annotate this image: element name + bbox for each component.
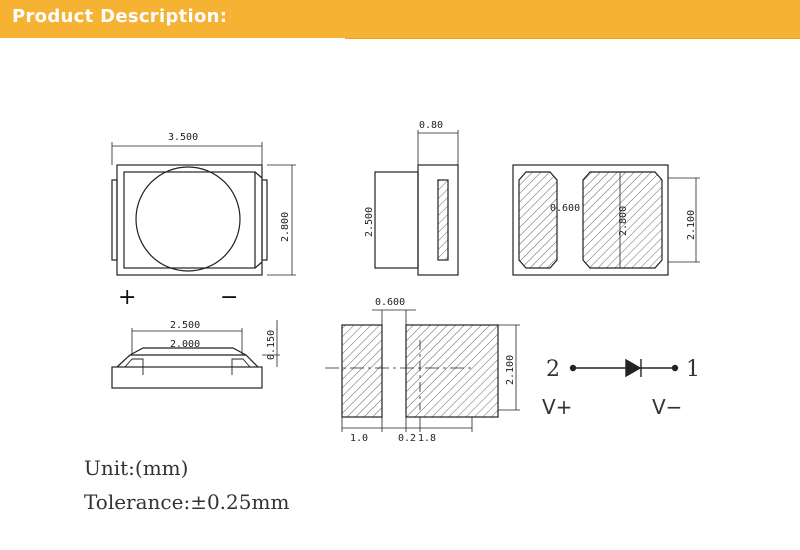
tolerance-note: Tolerance:±0.25mm: [84, 490, 290, 514]
side-view-lead: [437, 179, 449, 261]
unit-note: Unit:(mm): [84, 456, 189, 480]
bottom-view-pad-left: [518, 171, 558, 269]
bottom-view-gap-label: 0.600: [550, 203, 580, 214]
front-view-shoulder: [116, 354, 259, 368]
plus-marker: +: [118, 285, 136, 310]
top-view-width-label: 3.500: [168, 132, 198, 143]
top-view-chamfer: [254, 171, 263, 269]
pin-2-label: 2: [546, 357, 560, 382]
banner-underline: [0, 38, 345, 40]
footprint-left-label: 1.0: [350, 433, 368, 444]
bottom-view-outline: [512, 164, 669, 276]
header-banner: Product Description:: [0, 0, 800, 39]
footprint-gap-label: 0.600: [375, 297, 405, 308]
side-view-thickness-label: 0.80: [419, 120, 443, 131]
diode-triangle-icon: [625, 358, 642, 378]
top-view-lens: [135, 166, 241, 272]
front-view-inner-label: 2.000: [170, 339, 200, 350]
footprint-view: [325, 309, 520, 432]
footprint-pad-right: [405, 324, 499, 418]
diode-symbol: [569, 358, 679, 378]
v-plus-label: V+: [542, 395, 572, 419]
front-view: [111, 320, 280, 389]
side-view-height-label: 2.500: [364, 207, 375, 237]
footprint-pad-left: [341, 324, 383, 418]
bottom-view-pad-label: 2.800: [618, 206, 629, 236]
pin-1-label: 1: [686, 357, 700, 382]
side-view: [374, 130, 459, 276]
top-view-lens-frame: [123, 171, 256, 269]
bottom-view: [512, 164, 700, 276]
top-view: [111, 142, 296, 276]
top-view-lead-left: [111, 179, 118, 261]
bottom-view-pad-right: [582, 171, 663, 269]
top-view-height-label: 2.800: [280, 212, 291, 242]
v-minus-label: V−: [652, 395, 682, 419]
front-view-base: [111, 366, 263, 389]
minus-marker: −: [220, 285, 238, 310]
front-view-standoff-label: 0.150: [266, 330, 277, 360]
front-view-width-label: 2.500: [170, 320, 200, 331]
side-view-dome: [374, 171, 419, 269]
footprint-right-label: 1.8: [418, 433, 436, 444]
footprint-mid-label: 0.2: [398, 433, 416, 444]
page-title: Product Description:: [12, 6, 228, 27]
bottom-view-height-label: 2.100: [686, 210, 697, 240]
top-view-lead-right: [261, 179, 268, 261]
footprint-height-label: 2.100: [505, 355, 516, 385]
